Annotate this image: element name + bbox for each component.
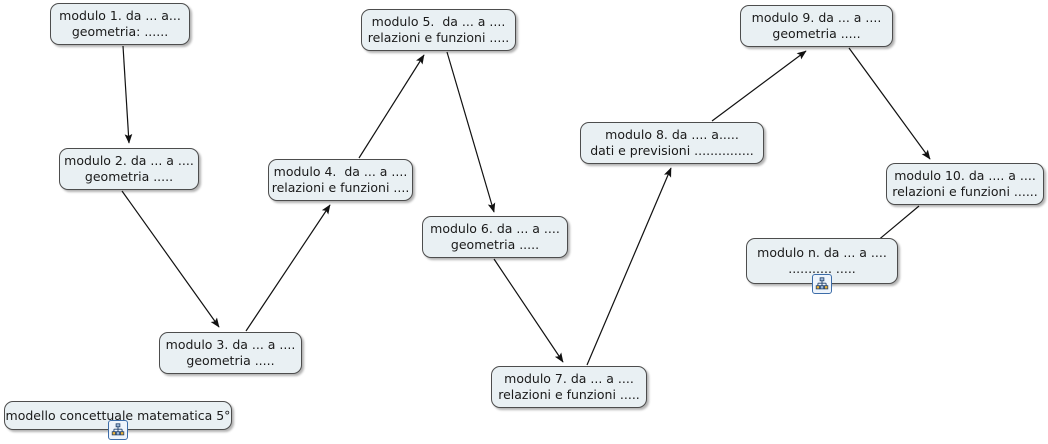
node-modulo-6-line2: geometria .....: [450, 237, 540, 252]
edge-modulo-1-to-modulo-2: [122, 45, 133, 144]
org-chart-icon[interactable]: [812, 274, 832, 294]
node-modulo-n[interactable]: modulo n. da ... a ............... .....: [746, 238, 898, 294]
node-modulo-2[interactable]: modulo 2. da ... a ....geometria .....: [59, 148, 199, 190]
edge-modulo-5-to-modulo-6: [446, 51, 496, 213]
node-modulo-8-line1: modulo 8. da .... a.....: [605, 127, 739, 142]
node-modulo-5-line1: modulo 5. da ... a ....: [371, 14, 506, 29]
node-modulo-1-line1: modulo 1. da ... a...: [59, 8, 181, 23]
node-modulo-3-line1: modulo 3. da ... a ....: [165, 337, 296, 352]
node-modulo-5-line2: relazioni e funzioni .....: [367, 30, 510, 45]
node-modulo-6-line1: modulo 6. da ... a ....: [430, 221, 560, 236]
org-chart-icon[interactable]: [108, 420, 128, 440]
edge-modulo-4-to-modulo-5: [358, 54, 425, 159]
node-modulo-10-line2: relazioni e funzioni ......: [892, 184, 1038, 199]
node-modulo-1[interactable]: modulo 1. da ... a...geometria: ......: [50, 3, 190, 45]
node-modulo-10-line1: modulo 10. da .... a ....: [894, 168, 1036, 183]
node-modulo-n-line1: modulo n. da ... a ....: [757, 245, 887, 260]
node-modulo-1-line2: geometria: ......: [71, 24, 169, 39]
node-modulo-4-line2: relazioni e funzioni ....: [271, 180, 410, 195]
node-modulo-4-line1: modulo 4. da ... a ....: [273, 164, 408, 179]
node-modulo-3-line2: geometria .....: [186, 353, 275, 368]
node-modulo-6[interactable]: modulo 6. da ... a ....geometria .....: [422, 216, 568, 258]
node-legend-line1: modello concettuale matematica 5°: [5, 407, 231, 423]
edge-modulo-6-to-modulo-7: [493, 258, 564, 363]
node-modulo-7-line1: modulo 7. da ... a ....: [504, 371, 634, 386]
edge-modulo-8-to-modulo-9: [711, 50, 807, 122]
node-modulo-8-line2: dati e previsioni ...............: [590, 143, 754, 158]
node-modulo-7-line2: relazioni e funzioni .....: [498, 387, 640, 402]
node-modulo-7[interactable]: modulo 7. da ... a ....relazioni e funzi…: [491, 366, 647, 408]
edge-modulo-3-to-modulo-4: [245, 204, 331, 332]
node-modulo-2-line2: geometria .....: [84, 169, 174, 184]
node-modulo-9-line2: geometria .....: [772, 26, 861, 41]
node-modulo-8[interactable]: modulo 8. da .... a.....dati e prevision…: [580, 122, 764, 164]
edge-modulo-7-to-modulo-8: [586, 167, 672, 366]
node-modulo-9-line1: modulo 9. da ... a ....: [751, 10, 882, 25]
node-modulo-9[interactable]: modulo 9. da ... a ....geometria .....: [740, 5, 893, 47]
node-modulo-10[interactable]: modulo 10. da .... a ....relazioni e fun…: [886, 163, 1044, 205]
node-legend[interactable]: modello concettuale matematica 5°: [4, 401, 232, 440]
edge-modulo-9-to-modulo-10: [848, 47, 931, 160]
node-modulo-2-line1: modulo 2. da ... a ....: [64, 153, 194, 168]
node-modulo-5[interactable]: modulo 5. da ... a ....relazioni e funzi…: [361, 9, 516, 51]
node-modulo-3[interactable]: modulo 3. da ... a ....geometria .....: [159, 332, 302, 374]
node-modulo-4[interactable]: modulo 4. da ... a ....relazioni e funzi…: [268, 159, 413, 201]
edge-modulo-2-to-modulo-3: [121, 190, 220, 328]
